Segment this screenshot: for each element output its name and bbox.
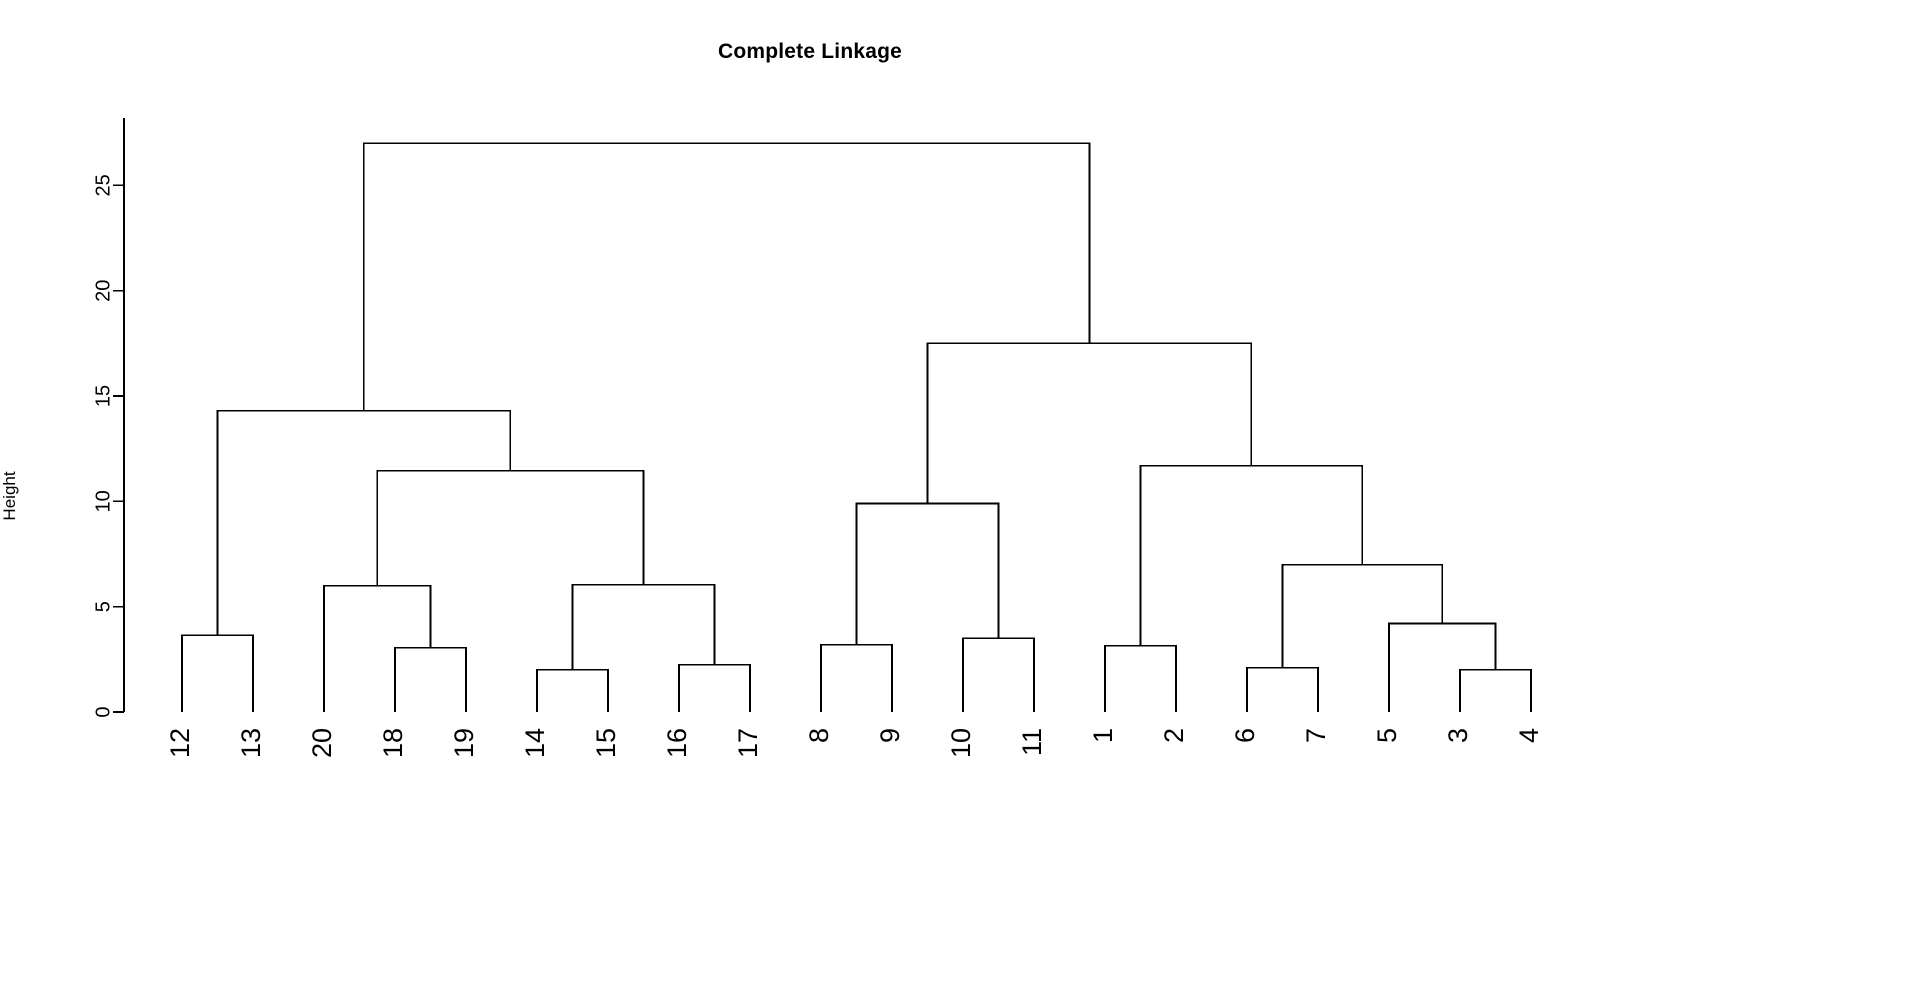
plot-title: Complete Linkage [717,40,903,63]
dendrogram-merge [962,637,1035,712]
leaf-label: 17 [733,728,763,758]
merge-link [571,583,716,670]
merge-link [181,634,254,712]
merge-link [216,409,512,636]
y-tick-label: 10 [92,490,114,512]
leaf-label: 19 [449,728,479,758]
dendrogram-merge [1281,563,1444,668]
merge-link [1246,666,1319,712]
dendrogram-merge [323,584,432,712]
dendrogram-merge [926,342,1253,504]
dendrogram-merge [678,663,751,712]
leaf-label: 12 [165,728,195,758]
y-tick-label: 0 [92,706,114,717]
merge-link [1104,644,1177,712]
y-tick-label: 20 [92,280,114,302]
merge-link [1459,669,1532,712]
dendrogram-merge [571,583,716,670]
y-tick-label: 15 [92,385,114,407]
dendrogram-merge [1459,669,1532,712]
leaf-label: 6 [1230,728,1260,743]
leaf-label: 14 [520,728,550,758]
merge-link [1388,622,1497,712]
dendrogram-merge [1388,622,1497,712]
leaf-label: 11 [1017,728,1047,756]
dendrogram-merge [394,646,467,712]
leaf-label: 8 [804,728,834,743]
dendrogram-merge [1139,464,1364,646]
merge-link [962,637,1035,712]
leaf-label: 5 [1372,728,1402,743]
dendrogram-merge [855,502,1000,645]
leaf-label: 2 [1159,728,1189,743]
merge-link [678,663,751,712]
leaf-label: 3 [1443,728,1473,743]
dendrogram-tree [181,142,1532,712]
dendrogram-merge [181,634,254,712]
merge-link [323,584,432,712]
merge-link [363,142,1091,411]
leaf-label: 10 [946,728,976,758]
leaf-label: 18 [378,728,408,758]
merge-link [376,470,645,586]
leaf-label: 4 [1514,728,1544,743]
merge-link [855,502,1000,645]
leaf-label: 20 [307,728,337,758]
dendrogram-merge [1104,644,1177,712]
y-tick-label: 25 [92,174,114,196]
leaf-label: 13 [236,728,266,758]
merge-link [820,643,893,712]
dendrogram-merge [216,409,512,636]
dendrogram-merge [1246,666,1319,712]
dendrogram-merge [363,142,1091,411]
leaf-label: 16 [662,728,692,758]
merge-link [1281,563,1444,668]
merge-link [926,342,1253,504]
dendrogram-merge [376,470,645,586]
dendrogram-merge [536,669,609,712]
dendrogram-merge [820,643,893,712]
leaf-label: 7 [1301,728,1331,743]
merge-link [394,646,467,712]
merge-link [1139,464,1364,646]
leaf-label: 9 [875,728,905,743]
leaf-label: 1 [1088,728,1118,743]
y-tick-label: 5 [92,601,114,612]
y-axis: 0 5 10 15 20 25 [92,118,125,718]
leaf-label: 15 [591,728,621,758]
merge-link [536,669,609,712]
